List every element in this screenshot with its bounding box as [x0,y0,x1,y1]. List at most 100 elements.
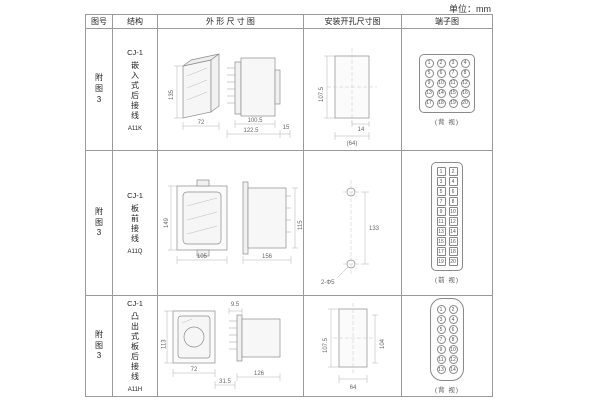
dim-label-hole-offset: 14 [357,127,364,133]
col-header-outline-label: 外 形 尺 寸 图 [206,17,255,26]
dim-label-depth-total: 122.5 [243,128,259,134]
terminal-pin: 6 [448,187,458,196]
terminal-pin: 7 [448,68,458,78]
col-header-figure-label: 图号 [91,17,107,26]
terminal-pin: 13 [436,365,446,374]
col-header-structure-label: 结构 [127,17,143,26]
structure-code: A11K [127,125,143,132]
terminal-pin: 12 [448,217,458,226]
dim-label-height: 107.5 [319,86,325,102]
structure-model: CJ-1 [127,191,143,200]
terminal-pin: 5 [424,68,434,78]
terminal-pin: 12 [448,355,458,364]
terminal-pin: 4 [448,177,458,186]
terminal-pin: 5 [436,325,446,334]
col-header-structure: 结构 [113,15,158,29]
terminal-pin: 18 [448,247,458,256]
terminal-pin: 11 [436,217,446,226]
terminal-pin: 2 [436,58,446,68]
mounting-svg-a11k: 107.5 14 (64) [319,47,377,147]
terminal-pin: 16 [460,88,470,98]
terminal-pin: 13 [424,88,434,98]
structure-cell-row2: CJ-1 板前接线 A11Q [113,151,158,296]
terminal-pin: 3 [448,58,458,68]
terminal-pin: 14 [448,365,458,374]
terminal-pin: 2 [448,305,458,314]
terminal-pin: 3 [436,315,446,324]
unit-label: 单位：mm [449,4,491,14]
col-header-terminal-label: 端子图 [435,17,459,26]
terminal-pin: 8 [460,68,470,78]
dimension-lines [167,185,298,264]
terminal-pin: 10 [448,345,458,354]
dimension-lines [323,55,369,140]
terminal-pin: 19 [448,98,458,108]
structure-desc: 凸出式板后接线 [131,312,139,381]
relay-side-view [242,181,291,254]
terminal-pin: 9 [424,78,434,88]
dim-label-holes: 2-Φ5 [321,280,335,286]
terminal-pin: 20 [448,257,458,266]
mounting-drawing-a11h: 107.5 104 64 [304,296,402,396]
terminal-pin: 17 [424,98,434,108]
figure-number: 附图3 [95,329,103,361]
terminal-pin: 7 [436,335,446,344]
terminal-pin: 8 [448,335,458,344]
relay-side-view [226,57,280,116]
structure-cell-row1: CJ-1 嵌入式后接线 A11K [113,29,158,151]
relay-front-view [172,310,215,364]
spec-table: 图号 结构 外 形 尺 寸 图 安装开孔尺寸图 端子图 附图3 CJ-1 嵌入式… [85,14,493,397]
terminal-pin: 6 [436,68,446,78]
terminal-pin: 20 [460,98,470,108]
relay-front-view [176,179,227,256]
terminal-pin: 12 [460,78,470,88]
terminal-pin: 15 [448,88,458,98]
terminal-pin: 1 [436,305,446,314]
mounting-svg-a11h: 107.5 104 64 [323,303,386,391]
structure-code: A11Q [127,249,143,255]
mounting-drawing-a11q: 133 2-Φ5 [304,151,402,296]
cutout-outline [326,47,377,126]
hole-pattern [342,179,359,276]
dim-label-depth: 126 [253,371,264,377]
dim-label-side-height: 115 [298,219,303,229]
figure-number: 附图3 [95,206,103,238]
mounting-svg-a11q: 133 2-Φ5 [321,179,380,286]
structure-model: CJ-1 [127,47,143,57]
terminal-pin: 14 [448,227,458,236]
figure-number: 附图3 [95,73,103,104]
dimension-lines [336,191,369,278]
terminal-pin: 9 [436,207,446,216]
mounting-drawing-a11k: 107.5 14 (64) [304,29,402,151]
dim-label-width: 72 [197,120,204,126]
terminal-pin: 1 [424,58,434,68]
dim-label-width: (64) [346,141,357,147]
terminal-pin: 7 [436,197,446,206]
dim-label-width: 64 [349,385,356,391]
dim-label-spacing: 133 [369,226,380,232]
dim-label-height: 135 [169,89,175,100]
terminal-pin: 10 [436,78,446,88]
relay-side-view [228,314,280,362]
figure-cell-row2: 附图3 [86,151,113,296]
dimension-lines [163,308,280,389]
outline-svg-a11q: 149 105 156 115 [164,179,303,264]
outline-svg-a11h: 113 72 31.5 9.5 126 [161,302,280,389]
terminal-pin: 11 [448,78,458,88]
terminal-pin: 13 [436,227,446,236]
terminal-pin: 14 [436,88,446,98]
structure-desc: 板前接线 [131,204,139,243]
dim-label-offset: 31.5 [219,379,231,385]
terminal-pin: 8 [448,197,458,206]
terminal-pin: 16 [448,237,458,246]
outline-drawing-a11k: 135 72 100.5 122.5 15 [158,29,304,151]
cutout-outline [332,303,373,375]
outline-svg-a11k: 135 72 100.5 122.5 15 [169,52,290,138]
